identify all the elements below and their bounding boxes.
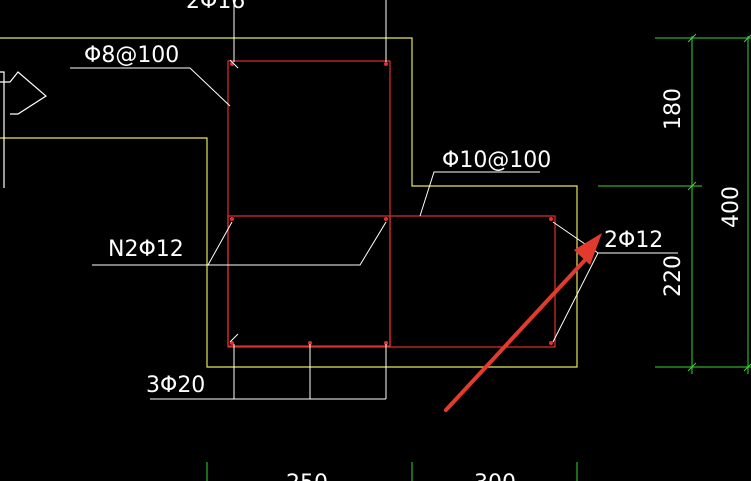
stirrup-hooks [229, 59, 239, 343]
stirrups [227, 60, 556, 348]
label-stirrup-right: Φ10@100 [442, 148, 551, 173]
dim-right-lower: 220 [661, 255, 686, 297]
label-top-bars: 2Φ16 [186, 0, 245, 14]
label-bottom-bars: 3Φ20 [146, 373, 205, 398]
label-side-bars: N2Φ12 [108, 237, 184, 262]
dim-bottom-right: 300 [474, 471, 516, 481]
dimension-lines [206, 33, 751, 481]
label-right-bars: 2Φ12 [604, 228, 663, 253]
dim-right-total: 400 [719, 186, 744, 228]
label-group: 2Φ16 Φ8@100 Φ10@100 N2Φ12 2Φ12 3Φ20 [84, 0, 663, 398]
leader-lines [70, 0, 678, 400]
rebar-points [230, 62, 553, 345]
dim-bottom-left: 250 [286, 471, 328, 481]
label-stirrup-left: Φ8@100 [84, 43, 179, 68]
annotation-arrow [444, 233, 602, 412]
dimension-text: 180 220 400 250 300 [286, 88, 744, 481]
break-line [0, 71, 48, 188]
dim-right-upper: 180 [661, 88, 686, 130]
section-outline [0, 37, 578, 368]
